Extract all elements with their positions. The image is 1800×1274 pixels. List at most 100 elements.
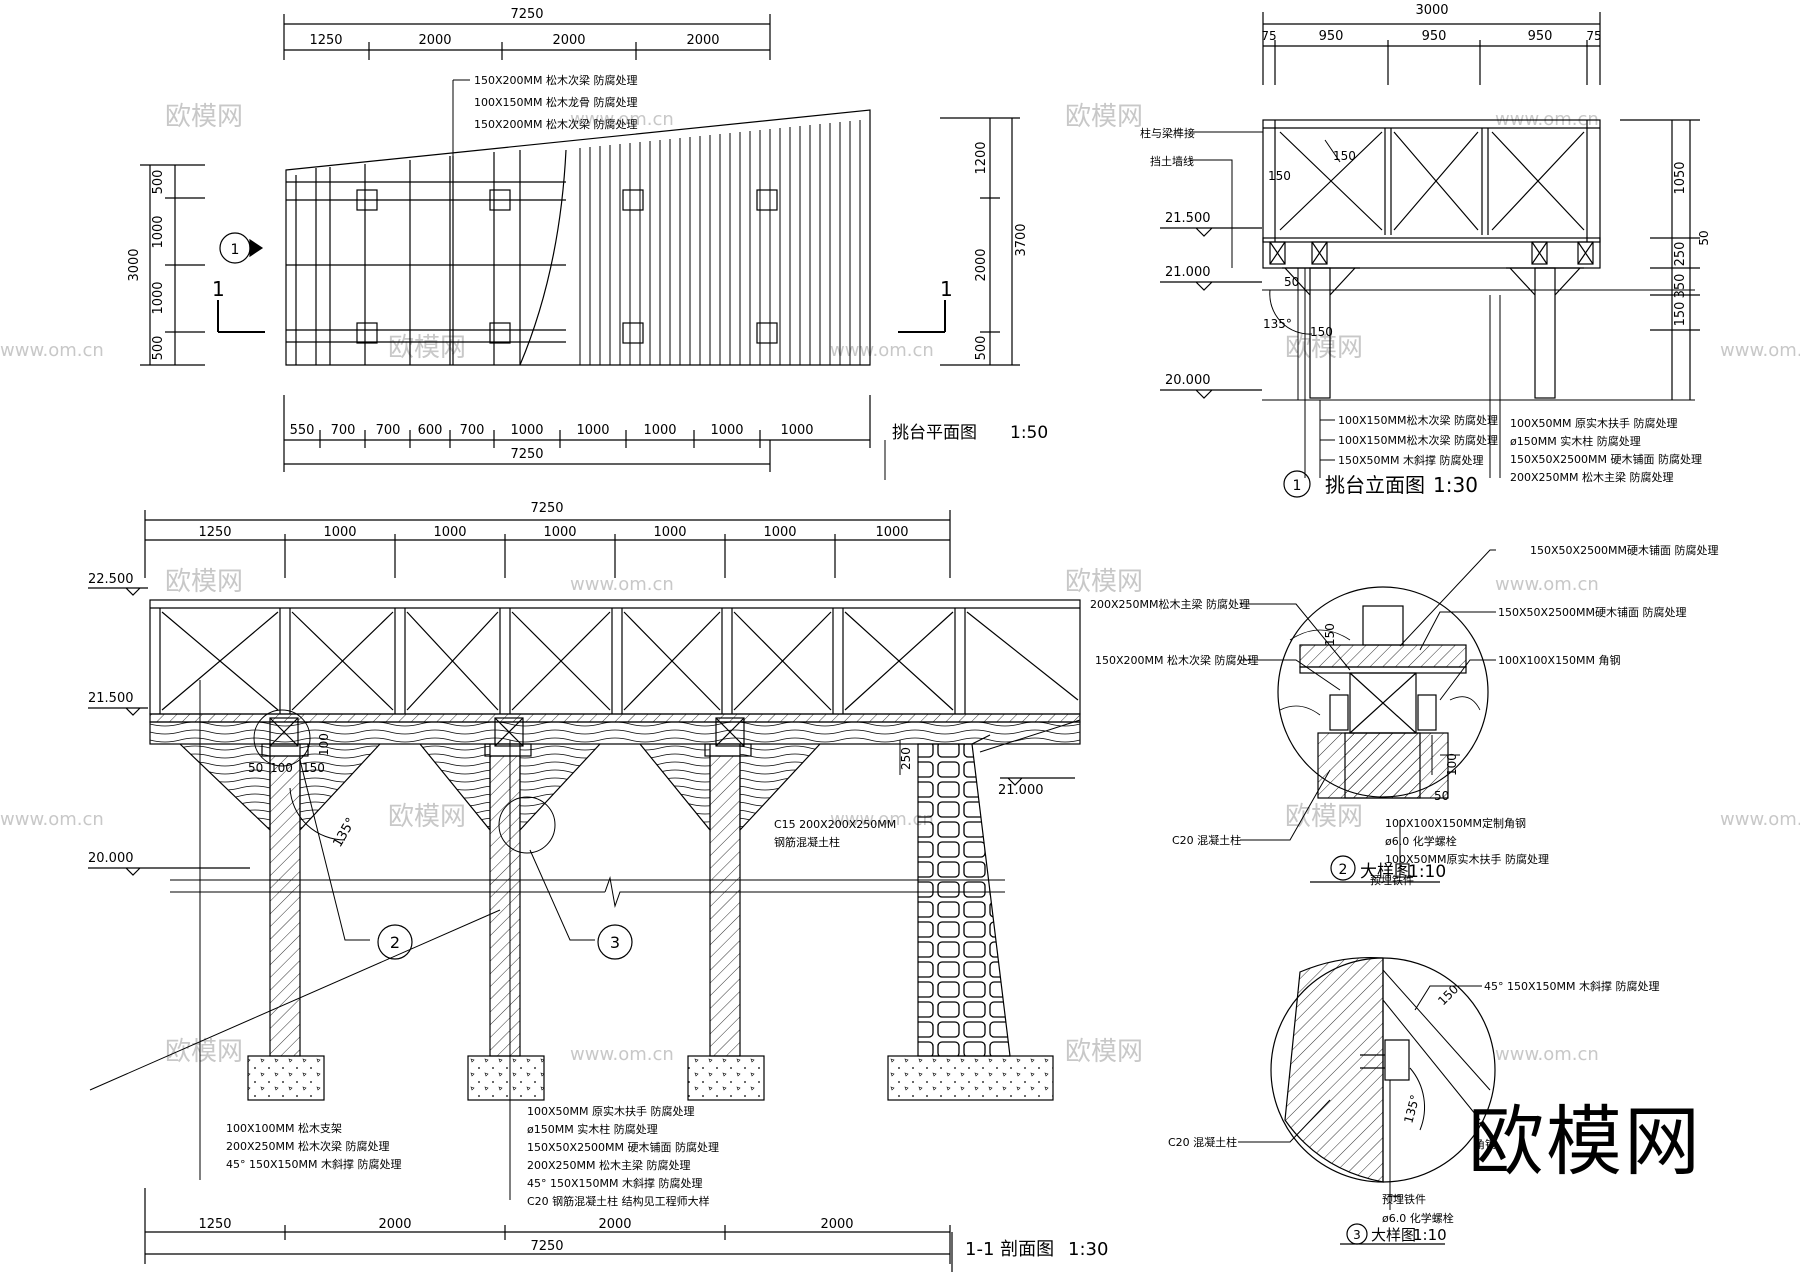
detail-3-note: 45° 150X150MM 木斜撑 防腐处理 [1484, 979, 1660, 993]
detail-2-dim: 100 [1445, 753, 1459, 776]
elevation-dim: 150 [1268, 169, 1291, 183]
detail-2-note: C20 混凝土柱 [1172, 833, 1241, 847]
section-dim: 1000 [433, 525, 466, 540]
plan-dim: 600 [418, 423, 443, 438]
watermark-logo: 欧模网 [1468, 1097, 1702, 1186]
section-dim: 100 [270, 761, 293, 775]
elevation-note: 柱与梁榫接 [1140, 126, 1195, 140]
detail-2-note: 100X100X150MM定制角钢 [1385, 816, 1526, 830]
elevation-dim: 350 [1673, 274, 1688, 299]
section-column [269, 755, 301, 1057]
watermark-brand: 欧模网 [388, 802, 466, 832]
plan-left-dimensions [140, 164, 205, 366]
elevation-title: 挑台立面图 [1325, 473, 1425, 497]
plan-note: 150X200MM 松木次梁 防腐处理 [474, 117, 638, 131]
watermark-url: www.om.cn [570, 1044, 674, 1065]
elevation-view [1160, 12, 1700, 498]
section-view [88, 510, 1081, 1272]
detail-3-note: C20 混凝土柱 [1168, 1135, 1237, 1149]
plan-dim: 1000 [643, 423, 676, 438]
plan-note: 100X150MM 松木龙骨 防腐处理 [474, 95, 638, 109]
elevation-post [1534, 267, 1556, 399]
detail-2-note: 150X200MM 松木次梁 防腐处理 [1095, 653, 1259, 667]
watermark-brand: 欧模网 [1065, 1037, 1143, 1067]
section-dim-total: 7250 [530, 501, 563, 516]
elevation-level: 21.000 [1165, 265, 1211, 280]
watermark-url: www.om.cn [1720, 809, 1800, 830]
section-dim: 2000 [378, 1217, 411, 1232]
elevation-beam [1262, 237, 1601, 269]
plan-post [756, 322, 778, 344]
plan-dim: 1250 [309, 33, 342, 48]
section-level: 22.500 [88, 572, 134, 587]
section-column [709, 755, 741, 1057]
section-mark-number: 1 [212, 277, 225, 301]
watermark-brand: 欧模网 [165, 102, 243, 132]
plan-dim: 1000 [710, 423, 743, 438]
elevation-dim: 950 [1319, 29, 1344, 44]
callout-number: 1 [1293, 478, 1302, 494]
section-beam [149, 721, 1081, 745]
elevation-labels: 3000 75 950 950 950 75 柱与梁榫接 挡土墙线 21.500… [1140, 3, 1711, 497]
plan-dim: 700 [460, 423, 485, 438]
detail-2-note: 150X50X2500MM硬木铺面 防腐处理 [1498, 605, 1687, 619]
section-mark-number: 1 [940, 277, 953, 301]
plan-scale: 1:50 [1010, 423, 1048, 443]
elevation-note: 挡土墙线 [1150, 154, 1194, 168]
watermark-url: www.om.cn [1720, 340, 1800, 361]
section-brace [299, 743, 381, 832]
callout-number: 2 [1339, 862, 1348, 878]
level-mark [1000, 777, 1075, 786]
elevation-dim: 950 [1528, 29, 1553, 44]
section-footing [247, 1055, 325, 1101]
section-angle: 135° [330, 815, 359, 850]
section-note: C20 钢筋混凝土柱 结构见工程师大样 [527, 1194, 710, 1208]
plan-dim-total: 7250 [510, 447, 543, 462]
plan-dim: 500 [151, 336, 166, 361]
detail-2-labels: 150X50X2500MM硬木铺面 防腐处理 150X50X2500MM硬木铺面… [1090, 543, 1719, 887]
plan-dim: 550 [290, 423, 315, 438]
section-railing-posts [159, 608, 966, 714]
plan-post [356, 322, 378, 344]
plan-dim: 1000 [151, 281, 166, 314]
section-note: 100X100MM 松木支架 [226, 1121, 342, 1135]
callout-marker [377, 924, 413, 960]
elevation-level: 21.500 [1165, 211, 1211, 226]
plan-dim: 2000 [418, 33, 451, 48]
watermark-url-layer: www.om.cn www.om.cn www.om.cn www.om.cn … [0, 109, 1800, 1065]
section-dim: 1000 [763, 525, 796, 540]
section-mark-right [898, 300, 946, 333]
watermark-url: www.om.cn [1495, 574, 1599, 595]
section-dim: 2000 [598, 1217, 631, 1232]
plan-right-dimensions [940, 117, 1020, 366]
level-mark [88, 707, 148, 716]
section-dim: 1250 [198, 1217, 231, 1232]
section-top-dimensions [144, 510, 951, 578]
section-dim: 1000 [875, 525, 908, 540]
elevation-right-dimensions [1620, 119, 1700, 400]
section-note: ø150MM 实木柱 防腐处理 [527, 1122, 658, 1136]
plan-dim: 2000 [552, 33, 585, 48]
elevation-note: 150X50X2500MM 硬木铺面 防腐处理 [1510, 452, 1702, 466]
plan-dim: 500 [974, 336, 989, 361]
elevation-dim: 50 [1697, 230, 1711, 245]
elevation-scale: 1:30 [1433, 473, 1478, 497]
watermark-url: www.om.cn [1495, 1044, 1599, 1065]
section-note: 150X50X2500MM 硬木铺面 防腐处理 [527, 1140, 719, 1154]
elevation-dim: 250 [1673, 242, 1688, 267]
plan-post [756, 189, 778, 211]
level-mark [88, 867, 250, 876]
elevation-dim: 50 [1284, 275, 1299, 289]
level-mark [1160, 227, 1262, 237]
watermark-url: www.om.cn [830, 809, 934, 830]
plan-dim-total: 3000 [127, 248, 142, 281]
detail-2-note: 100X50MM原实木扶手 防腐处理 [1385, 852, 1549, 866]
plan-post [356, 189, 378, 211]
detail-2-note: 100X100X150MM 角钢 [1498, 654, 1621, 667]
plan-break-line [519, 149, 567, 366]
watermark-brand: 欧模网 [165, 567, 243, 597]
plan-view [140, 14, 1020, 480]
section-level: 20.000 [88, 851, 134, 866]
detail-3 [1238, 956, 1496, 1245]
elevation-note: 100X150MM松木次梁 防腐处理 [1338, 413, 1498, 427]
